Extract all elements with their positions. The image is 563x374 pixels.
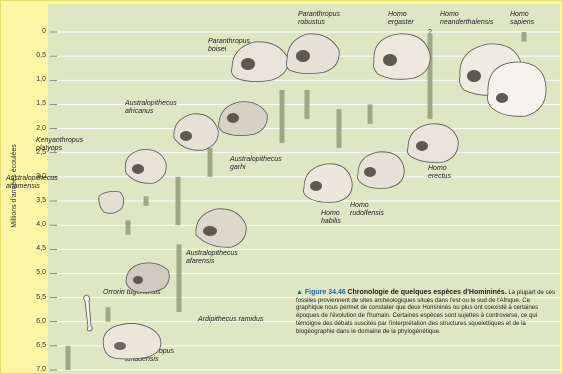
anamensis-jaw-illustration: [96, 188, 128, 218]
species-bar: [337, 109, 342, 148]
caption-figure-number: ▲ Figure 34.46: [296, 289, 346, 296]
y-tick-label: 0,5: [32, 52, 46, 59]
species-label: Australopithecus africanus: [125, 100, 177, 116]
species-label: Australopithecus anamensis: [6, 175, 58, 191]
sapiens-skull-illustration: [484, 58, 550, 120]
y-tick-label: 1,0: [32, 76, 46, 83]
caption-body: La plupart de ces fossiles proviennent d…: [296, 289, 555, 335]
species-label: Homo neanderthalensis: [440, 11, 493, 27]
rudolfensis-skull-illustration: [354, 148, 408, 192]
species-bar: [177, 244, 182, 312]
femur-bone-illustration: [78, 293, 100, 333]
species-label: Homo erectus: [428, 165, 451, 181]
species-label: Homo habilis: [321, 210, 341, 226]
erectus-skull-illustration: [404, 120, 462, 166]
species-bar: [368, 104, 373, 123]
species-bar: [144, 196, 149, 206]
ergaster-skull-illustration: [370, 30, 434, 84]
robustus-skull-illustration: [283, 30, 343, 78]
y-tick-label: 0: [32, 28, 46, 35]
y-tick-label: 6,0: [32, 318, 46, 325]
species-label: Australopithecus garhi: [230, 156, 282, 172]
y-tick-label: 1,5: [32, 100, 46, 107]
y-tick-label: 4,0: [32, 221, 46, 228]
y-tick-label: 2,0: [32, 125, 46, 132]
sahelanthropus-skull-illustration: [98, 318, 168, 362]
y-tick-label: 5,5: [32, 294, 46, 301]
species-label: Paranthropus robustus: [298, 11, 340, 27]
species-bar: [280, 90, 285, 143]
kenyanthropus-skull-illustration: [120, 145, 170, 187]
species-label: Australopithecus afarensis: [186, 250, 238, 266]
species-label: Homo sapiens: [510, 11, 534, 27]
afarensis-skull-illustration: [192, 205, 250, 251]
species-bar: [305, 90, 310, 119]
y-tick-label: 6,5: [32, 342, 46, 349]
species-label: Kenyanthropus platyops: [36, 137, 83, 153]
y-tick-label: 3,5: [32, 197, 46, 204]
y-tick-label: 5,0: [32, 269, 46, 276]
habilis-skull-illustration: [300, 160, 356, 206]
species-bar: [66, 346, 71, 370]
species-label: Ardipithecus ramidus: [198, 316, 263, 324]
y-tick-label: 7,0: [32, 366, 46, 373]
caption-heading: Chronologie de quelques espèces d'Homini…: [347, 289, 506, 296]
figure-caption: ▲ Figure 34.46 Chronologie de quelques e…: [296, 289, 558, 335]
species-label: Homo ergaster: [388, 11, 414, 27]
species-bar: [126, 220, 131, 234]
species-bar: [176, 177, 181, 225]
ardipithecus-skull-illustration: [122, 258, 174, 298]
y-tick-label: 4,5: [32, 245, 46, 252]
garhi-skull-illustration: [215, 98, 271, 142]
